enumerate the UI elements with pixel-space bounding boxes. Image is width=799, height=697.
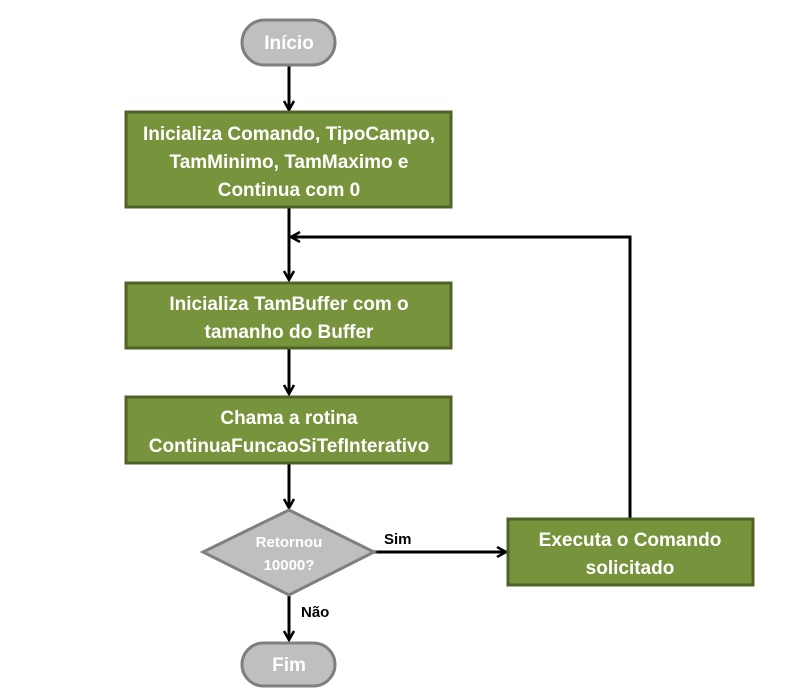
terminal-shape [240, 18, 337, 67]
process-shape [506, 517, 755, 587]
node-call-routine[interactable]: Chama a rotina ContinuaFuncaoSiTefIntera… [124, 395, 453, 465]
node-execute-line-2: solicitado [586, 558, 675, 579]
node-execute-line-1: Executa o Comando [539, 530, 722, 551]
node-end-label: Fim [272, 655, 306, 676]
node-start-label: Início [264, 33, 314, 54]
edge-label-sim: Sim [384, 531, 412, 548]
node-init-buffer[interactable]: Inicializa TamBuffer com o tamanho do Bu… [124, 281, 453, 350]
process-shape [124, 281, 453, 350]
edge-label-nao: Não [301, 604, 329, 621]
node-init-buffer-line-2: tamanho do Buffer [205, 322, 374, 343]
process-shape [124, 395, 453, 465]
node-decision[interactable]: Retornou 10000? [199, 508, 378, 597]
node-init-buffer-line-1: Inicializa TamBuffer com o [169, 294, 408, 315]
node-call-routine-line-2: ContinuaFuncaoSiTefInterativo [149, 436, 429, 457]
node-start[interactable]: Início [240, 18, 337, 67]
node-init-fields-line-3: Continua com 0 [218, 180, 361, 201]
node-execute[interactable]: Executa o Comando solicitado [506, 517, 755, 587]
node-init-fields-line-2: TamMinimo, TamMaximo e [170, 152, 409, 173]
node-decision-line-1: Retornou [256, 534, 323, 551]
node-end[interactable]: Fim [240, 641, 337, 688]
terminal-shape [240, 641, 337, 688]
edge-execute-loop-back [291, 237, 632, 518]
node-call-routine-line-1: Chama a rotina [220, 408, 358, 429]
connectors [289, 66, 632, 640]
node-init-fields[interactable]: Inicializa Comando, TipoCampo, TamMinimo… [124, 110, 453, 209]
process-shape [124, 110, 453, 209]
node-init-fields-line-1: Inicializa Comando, TipoCampo, [143, 124, 435, 145]
node-decision-line-2: 10000? [264, 557, 315, 574]
decision-shape [199, 508, 378, 597]
